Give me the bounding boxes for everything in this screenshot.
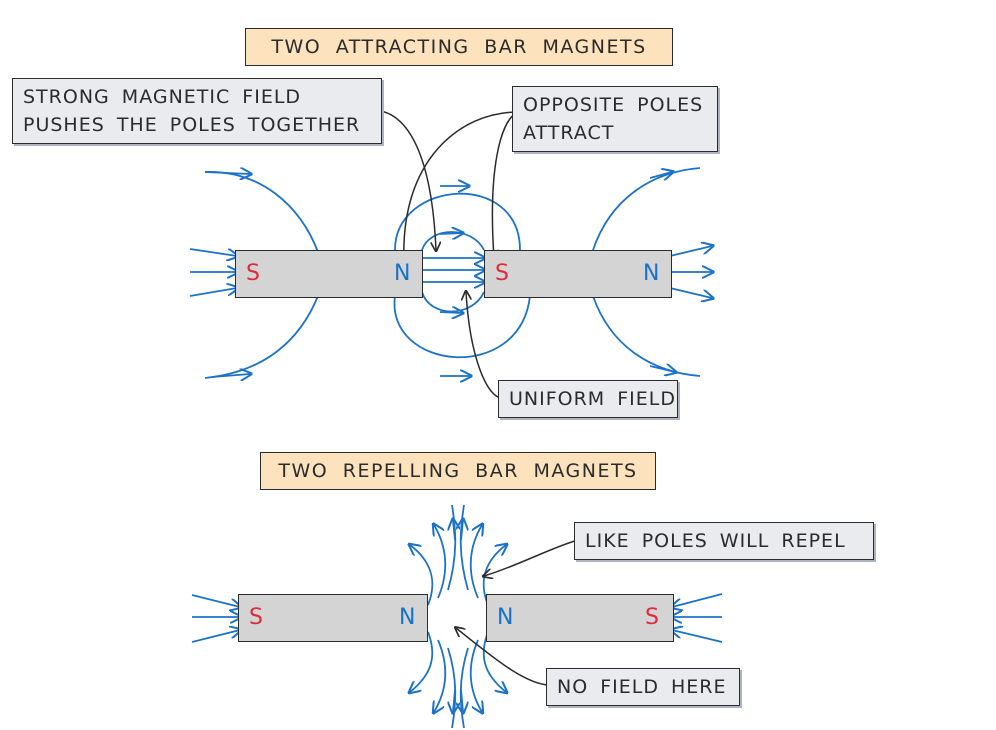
label-like-poles: LIKE POLES WILL REPEL bbox=[574, 522, 874, 560]
field-line bbox=[393, 295, 531, 359]
field-line bbox=[421, 231, 485, 251]
field-line bbox=[469, 525, 482, 599]
title-attracting: TWO ATTRACTING BAR MAGNETS bbox=[245, 28, 673, 66]
pole-south: S bbox=[645, 605, 659, 630]
magnet-attract-right: S N bbox=[484, 250, 672, 298]
pointer-strong-field bbox=[371, 109, 436, 250]
magnet-repel-right: N S bbox=[486, 594, 674, 642]
field-line bbox=[421, 291, 485, 313]
pole-north: N bbox=[497, 605, 514, 630]
label-strong-field: STRONG MAGNETIC FIELD PUSHES THE POLES T… bbox=[12, 78, 382, 144]
field-line bbox=[191, 594, 240, 607]
field-line bbox=[410, 631, 434, 692]
pole-south: S bbox=[249, 605, 263, 630]
field-line bbox=[191, 630, 240, 643]
field-line bbox=[469, 639, 482, 712]
field-line bbox=[447, 647, 457, 729]
magnet-attract-left: S N bbox=[235, 250, 423, 298]
label-no-field: NO FIELD HERE bbox=[546, 668, 740, 706]
field-line bbox=[394, 192, 521, 251]
field-line bbox=[459, 647, 469, 729]
field-line bbox=[459, 504, 469, 591]
field-line bbox=[482, 631, 506, 692]
label-opposite-poles: OPPOSITE POLES ATTRACT bbox=[512, 86, 718, 152]
field-line bbox=[672, 593, 723, 607]
title-repelling: TWO REPELLING BAR MAGNETS bbox=[260, 452, 656, 490]
label-strong-field-line1: STRONG MAGNETIC FIELD bbox=[23, 86, 302, 108]
label-strong-field-line2: PUSHES THE POLES TOGETHER bbox=[23, 114, 361, 136]
field-line bbox=[592, 295, 701, 377]
pole-north: N bbox=[399, 605, 416, 630]
field-line bbox=[410, 545, 434, 606]
field-line bbox=[189, 288, 237, 297]
pointer-opposite-1 bbox=[404, 111, 519, 262]
field-line bbox=[669, 287, 712, 298]
field-line bbox=[189, 248, 237, 256]
field-line bbox=[434, 525, 447, 599]
pole-north: N bbox=[394, 261, 411, 286]
field-line bbox=[204, 295, 319, 379]
label-uniform-field: UNIFORM FIELD bbox=[498, 380, 678, 418]
label-opposite-line2: ATTRACT bbox=[523, 122, 615, 144]
magnet-repel-left: S N bbox=[238, 594, 428, 642]
pole-south: S bbox=[246, 261, 260, 286]
pole-north: N bbox=[643, 261, 660, 286]
pole-south: S bbox=[495, 261, 509, 286]
pointer-uniform bbox=[466, 292, 503, 399]
field-line bbox=[447, 504, 457, 591]
pointer-no-field bbox=[456, 628, 551, 686]
attract-field-lines bbox=[189, 167, 712, 379]
repel-field-lines bbox=[191, 504, 723, 729]
field-line bbox=[672, 630, 723, 643]
pointer-like-poles bbox=[484, 539, 579, 576]
field-line bbox=[204, 171, 319, 253]
field-line bbox=[669, 246, 712, 257]
label-opposite-line1: OPPOSITE POLES bbox=[523, 94, 704, 116]
field-line bbox=[434, 639, 447, 712]
field-line bbox=[592, 167, 701, 251]
